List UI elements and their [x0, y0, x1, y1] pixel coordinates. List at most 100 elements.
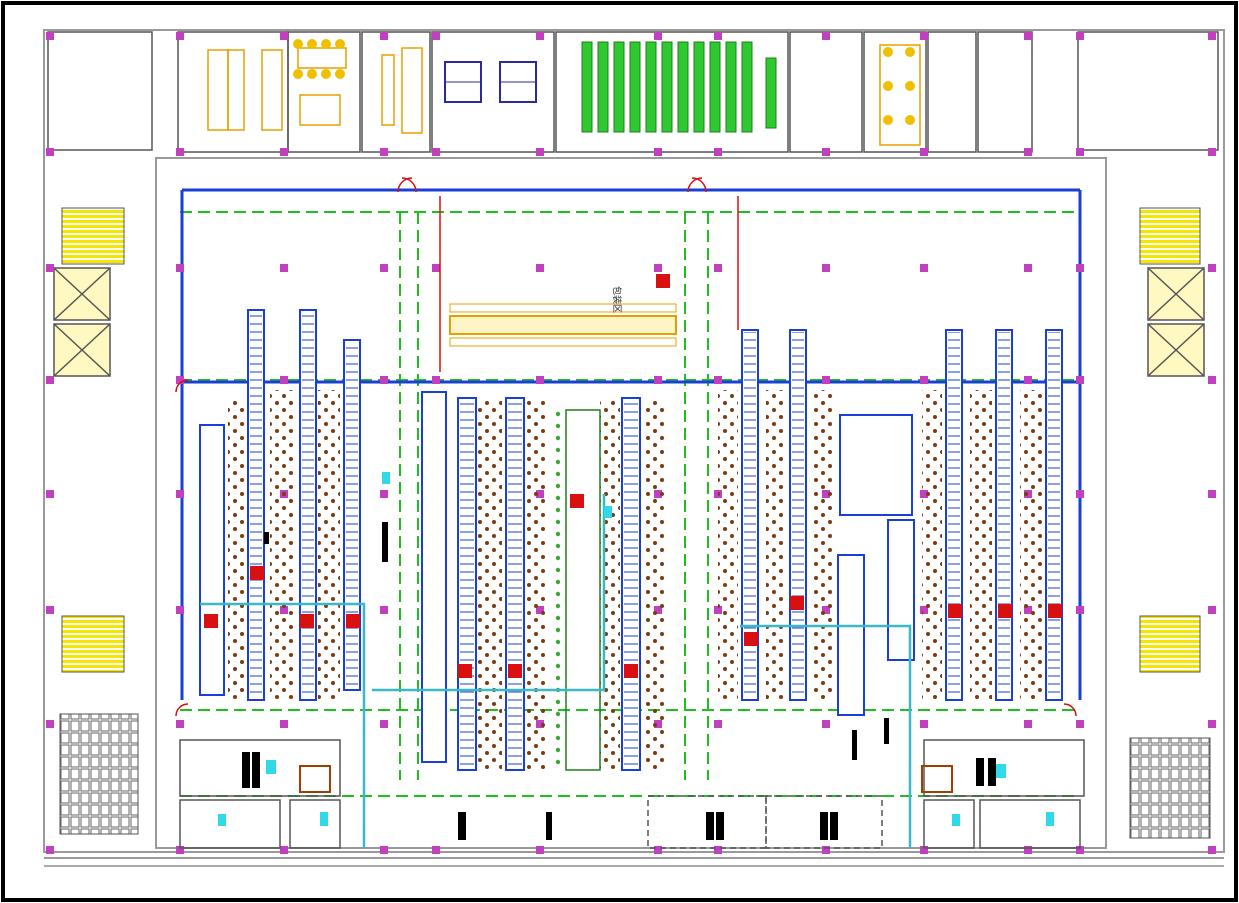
- stair-cores: [61, 207, 1201, 673]
- column-marker: [822, 148, 830, 156]
- column-marker: [920, 148, 928, 156]
- column-marker: [1076, 148, 1084, 156]
- column-marker: [432, 32, 440, 40]
- column-marker: [1024, 148, 1032, 156]
- column-marker: [1024, 846, 1032, 854]
- column-marker: [1208, 148, 1216, 156]
- column-marker: [920, 32, 928, 40]
- column-marker: [380, 148, 388, 156]
- column-marker: [46, 720, 54, 728]
- column-marker: [280, 148, 288, 156]
- column-marker: [432, 264, 440, 272]
- column-marker: [1208, 720, 1216, 728]
- column-marker: [536, 264, 544, 272]
- column-marker: [46, 376, 54, 384]
- column-marker: [714, 376, 722, 384]
- green-racks: [581, 41, 777, 133]
- column-marker: [822, 376, 830, 384]
- conference-chairs: [293, 39, 915, 125]
- column-marker: [654, 264, 662, 272]
- column-marker: [1208, 264, 1216, 272]
- column-marker: [1024, 720, 1032, 728]
- elevators: [53, 267, 1205, 377]
- column-marker: [1024, 264, 1032, 272]
- column-marker: [46, 32, 54, 40]
- column-marker: [536, 846, 544, 854]
- column-marker: [654, 846, 662, 854]
- column-marker: [176, 376, 184, 384]
- column-marker: [654, 376, 662, 384]
- column-marker: [380, 720, 388, 728]
- workstation-fields: [228, 390, 1042, 771]
- column-marker: [822, 32, 830, 40]
- column-marker: [1076, 264, 1084, 272]
- column-marker: [1076, 32, 1084, 40]
- right-conveyors: [741, 329, 1063, 716]
- column-marker: [920, 720, 928, 728]
- doors: [175, 177, 1077, 717]
- column-marker: [176, 148, 184, 156]
- column-marker: [714, 264, 722, 272]
- column-marker: [1208, 846, 1216, 854]
- column-marker: [714, 846, 722, 854]
- column-marker: [1208, 376, 1216, 384]
- column-marker: [920, 846, 928, 854]
- column-marker: [176, 264, 184, 272]
- column-marker: [822, 720, 830, 728]
- main-conveyor: [180, 188, 1082, 700]
- cyan-markers: [218, 760, 1054, 826]
- column-marker: [714, 720, 722, 728]
- column-marker: [380, 32, 388, 40]
- column-marker: [1208, 490, 1216, 498]
- column-marker: [920, 376, 928, 384]
- column-marker: [176, 606, 184, 614]
- column-marker: [1076, 606, 1084, 614]
- column-marker: [280, 846, 288, 854]
- column-marker: [536, 148, 544, 156]
- brown-stair-bottom: [299, 765, 953, 793]
- packing-table: [449, 303, 677, 347]
- column-marker: [1076, 490, 1084, 498]
- column-marker: [280, 376, 288, 384]
- column-marker: [920, 264, 928, 272]
- column-marker: [822, 264, 830, 272]
- column-marker: [176, 720, 184, 728]
- column-marker: [280, 32, 288, 40]
- hose-lines: [200, 494, 912, 848]
- zone-label: 包装区: [611, 286, 623, 313]
- column-marker: [1076, 846, 1084, 854]
- office-furniture: [207, 44, 921, 146]
- equipment-bars: [264, 472, 889, 760]
- machine-room: [444, 61, 537, 103]
- fire-equipment: [204, 274, 1062, 678]
- column-marker: [432, 376, 440, 384]
- column-marker: [46, 264, 54, 272]
- column-marker: [380, 264, 388, 272]
- column-marker: [714, 148, 722, 156]
- restrooms: [59, 713, 1211, 839]
- column-marker: [380, 376, 388, 384]
- column-marker: [280, 264, 288, 272]
- column-marker: [536, 32, 544, 40]
- column-marker: [280, 720, 288, 728]
- column-marker: [432, 846, 440, 854]
- column-marker: [432, 148, 440, 156]
- column-marker: [380, 846, 388, 854]
- column-marker: [536, 376, 544, 384]
- column-marker: [714, 32, 722, 40]
- column-marker: [46, 148, 54, 156]
- column-marker: [176, 490, 184, 498]
- bottom-rooms: [179, 739, 1085, 849]
- bottom-room-equipment: [242, 752, 996, 840]
- column-marker: [1208, 32, 1216, 40]
- exterior-walls: [43, 29, 1225, 859]
- column-marker: [1208, 606, 1216, 614]
- column-marker: [380, 490, 388, 498]
- column-marker: [1024, 32, 1032, 40]
- column-marker: [654, 32, 662, 40]
- column-marker: [46, 490, 54, 498]
- column-marker: [1076, 720, 1084, 728]
- column-marker: [1076, 376, 1084, 384]
